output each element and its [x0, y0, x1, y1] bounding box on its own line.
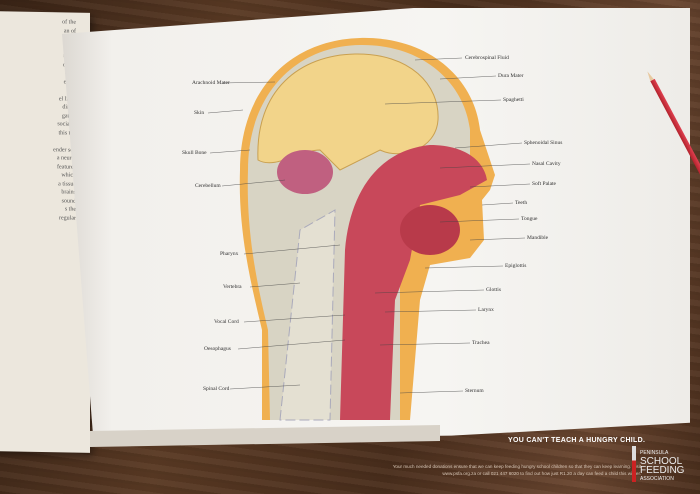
fork-logo-icon	[632, 446, 636, 482]
label-skull-bone: Skull Bone	[182, 150, 207, 156]
label-nasal-cavity: Nasal Cavity	[532, 161, 561, 167]
label-spinal-cord: Spinal Cord	[203, 386, 230, 392]
label-sphenoidal-sinus: Sphenoidal Sinus	[524, 140, 563, 146]
spine	[279, 209, 336, 421]
label-arachnoid-mater: Arachnoid Mater	[192, 80, 230, 86]
nasal-oral-tissue	[340, 145, 487, 420]
label-mandible: Mandible	[527, 235, 549, 241]
label-vertebra: Vertebra	[223, 284, 242, 290]
label-glottis: Glottis	[486, 287, 501, 293]
label-teeth: Teeth	[515, 200, 528, 206]
label-soft-palate: Soft Palate	[532, 181, 556, 187]
label-lines	[207, 57, 531, 394]
label-skin: Skin	[194, 110, 205, 116]
spaghetti-brain	[257, 53, 439, 171]
label-epiglottis: Epiglottis	[505, 263, 527, 269]
label-tongue: Tongue	[521, 216, 538, 222]
psfa-logo: PENINSULA SCHOOL FEEDING ASSOCIATION	[640, 450, 685, 482]
tongue	[400, 205, 460, 255]
label-cerebellum: Cerebellum	[195, 183, 221, 189]
label-pharynx: Pharynx	[220, 251, 239, 257]
label-cerebrospinal-fluid: Cerebrospinal Fluid	[465, 55, 509, 61]
cerebellum	[277, 150, 333, 194]
label-spaghetti: Spaghetti	[503, 97, 524, 103]
ad-body-copy: Your much needed donations ensure that w…	[392, 464, 641, 476]
label-vocal-cord: Vocal Cord	[214, 319, 239, 325]
label-dura-mater: Dura Mater	[498, 73, 524, 79]
label-sternum: Sternum	[465, 388, 484, 394]
label-trachea: Trachea	[472, 340, 490, 346]
label-larynx: Larynx	[478, 307, 494, 313]
ad-headline: YOU CAN'T TEACH A HUNGRY CHILD.	[508, 437, 646, 444]
label-oesophagus: Oesophagus	[204, 346, 231, 352]
